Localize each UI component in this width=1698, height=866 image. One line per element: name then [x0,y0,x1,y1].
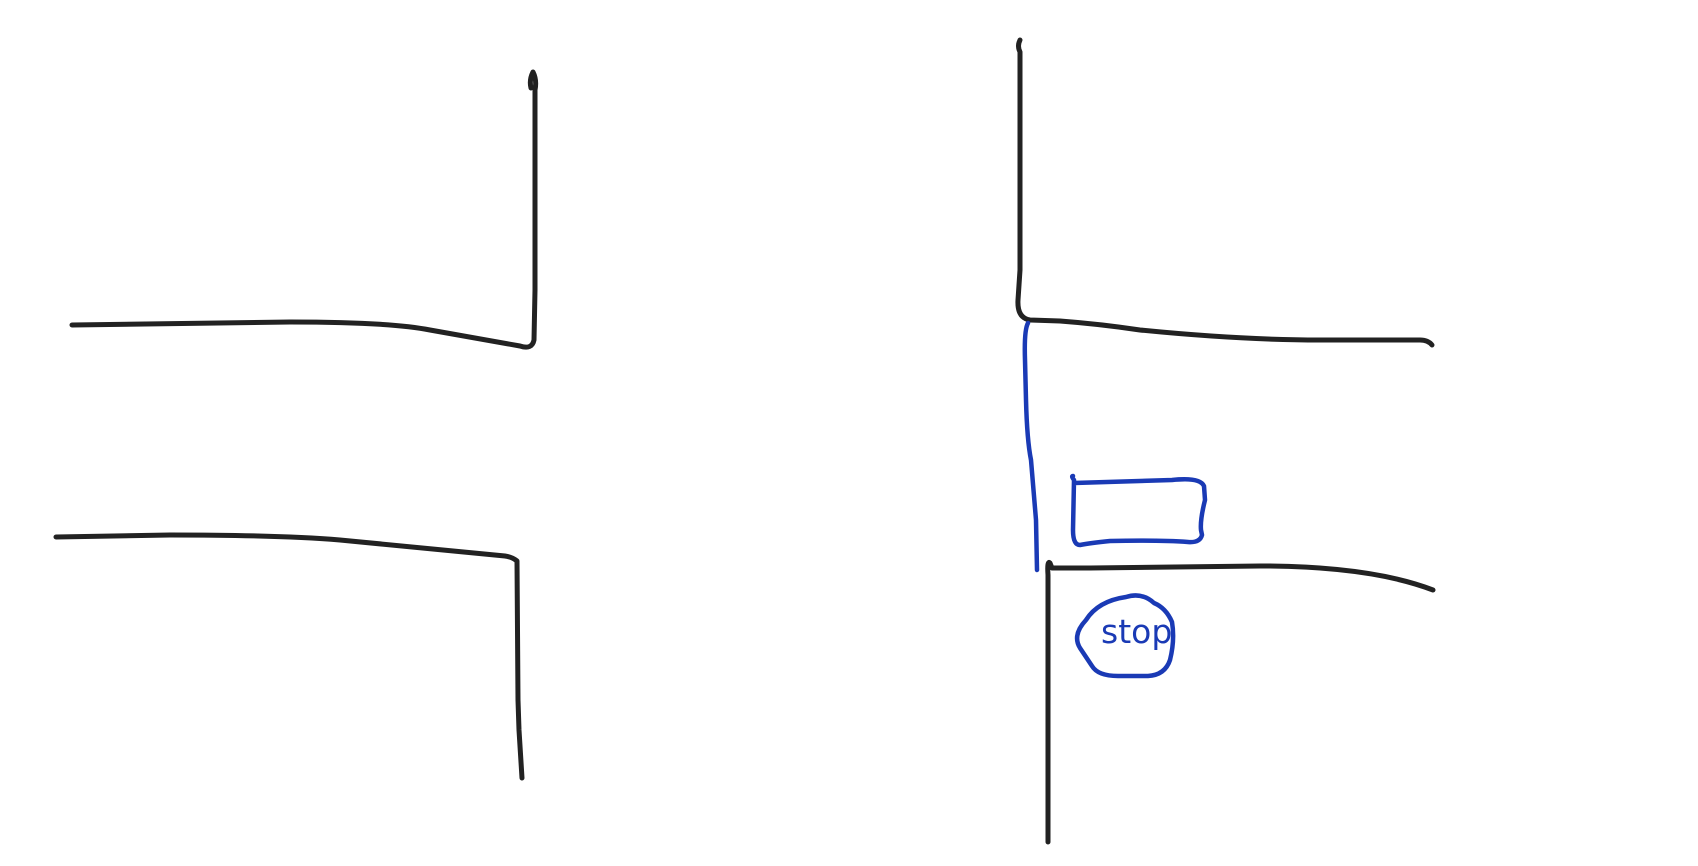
stop-line-stroke [1022,320,1040,573]
right-top-corner-curb [1015,37,1435,348]
left-top-corner-curb [69,69,539,350]
left-bottom-corner-curb [53,532,525,781]
right-bottom-corner-curb [1045,560,1436,845]
blue-rectangle-marker [1069,473,1208,548]
stop-sign-outline [1074,593,1176,679]
stop-sign-label: stop [1101,612,1172,651]
